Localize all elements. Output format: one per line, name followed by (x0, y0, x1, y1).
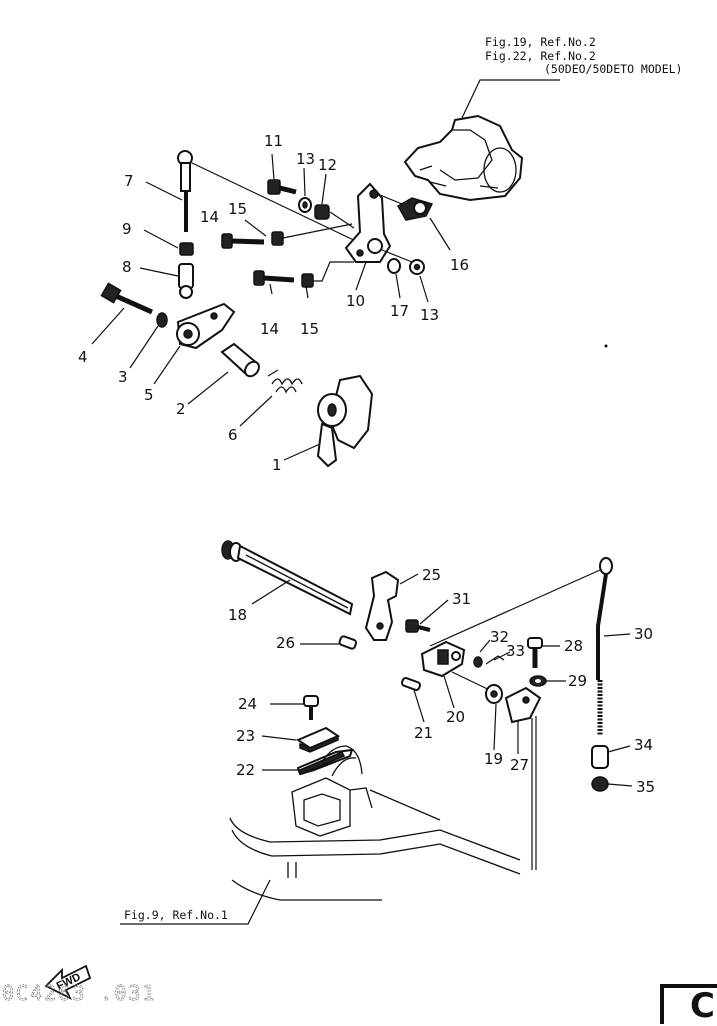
callout-9: 9 (122, 220, 132, 238)
callout-30: 30 (634, 625, 653, 643)
part-24-screw (303, 695, 319, 720)
part-10-lever (344, 182, 403, 263)
corner-letter: C (690, 986, 715, 1026)
part-25-lever (364, 570, 400, 641)
part-15b-nut (301, 261, 354, 288)
callout-28: 28 (564, 637, 583, 655)
part-18-shaft (221, 540, 354, 616)
part-26-pin (338, 635, 358, 650)
callout-11: 11 (264, 132, 283, 150)
part-14b-screw (253, 270, 295, 286)
part-31-screw (405, 619, 431, 633)
ref-fig19: Fig.19, Ref.No.2 (485, 35, 596, 49)
callout-29: 29 (568, 672, 587, 690)
part-4-bolt (100, 282, 154, 315)
ref-fig9: Fig.9, Ref.No.1 (124, 908, 228, 922)
axis-10 (381, 249, 413, 263)
callout-12: 12 (318, 156, 337, 174)
callout-14a: 14 (200, 208, 219, 226)
part-28-screw (527, 637, 543, 668)
callout-35: 35 (636, 778, 655, 796)
part-23-plate (295, 726, 341, 753)
ref-model: (50DEO/50DETO MODEL) (544, 62, 682, 76)
callout-18: 18 (228, 606, 247, 624)
part-20-block (420, 640, 466, 678)
bottom-cowling (229, 745, 521, 901)
callout-10: 10 (346, 292, 365, 310)
callout-15b: 15 (300, 320, 319, 338)
part-34-sleeve (591, 745, 609, 769)
callout-34: 34 (634, 736, 653, 754)
callout-2: 2 (176, 400, 186, 418)
callout-14b: 14 (260, 320, 279, 338)
part-6-spring (267, 369, 303, 394)
part-14a-screw (221, 233, 265, 249)
callout-27: 27 (510, 756, 529, 774)
stray-dot (604, 344, 608, 348)
part-9-nut (179, 242, 194, 256)
callout-26: 26 (276, 634, 295, 652)
top-leaders (91, 153, 451, 461)
callout-25: 25 (422, 566, 441, 584)
callout-17: 17 (390, 302, 409, 320)
callout-19: 19 (484, 750, 503, 768)
part-19-collar (485, 684, 503, 704)
ref-fig22: Fig.22, Ref.No.2 (485, 49, 596, 63)
part-1-cam (316, 374, 374, 468)
callout-6: 6 (228, 426, 238, 444)
bottom-leaders (251, 573, 633, 787)
callout-13a: 13 (296, 150, 315, 168)
callout-33: 33 (506, 642, 525, 660)
part-13b-washer (409, 259, 425, 275)
callout-22: 22 (236, 761, 255, 779)
part-30-rod (596, 557, 613, 736)
callout-3: 3 (118, 368, 128, 386)
callout-31: 31 (452, 590, 471, 608)
callout-24: 24 (238, 695, 257, 713)
part-3-washer (156, 312, 168, 328)
part-5-lever (176, 302, 236, 350)
callout-5: 5 (144, 386, 154, 404)
callout-4: 4 (78, 348, 88, 366)
ref-leader-bottom (120, 879, 271, 925)
axis-rod-top (429, 569, 601, 647)
part-16-joint (396, 197, 434, 221)
callout-23: 23 (236, 727, 255, 745)
callout-1: 1 (272, 456, 282, 474)
axis-11 (329, 211, 355, 229)
callout-21: 21 (414, 724, 433, 742)
part-21-pin (401, 677, 421, 691)
part-7-link-rod (177, 150, 363, 245)
part-27-joint (504, 686, 542, 724)
callout-32: 32 (490, 628, 509, 646)
callout-13b: 13 (420, 306, 439, 324)
part-32-washer (473, 656, 483, 668)
part-33-clip (485, 655, 505, 665)
part-15a-nut (271, 223, 353, 246)
part-35-nut (591, 776, 609, 792)
part-11-screw (267, 179, 297, 195)
part-29-washer (529, 675, 547, 687)
part-13a-washer (298, 197, 312, 213)
callout-20: 20 (446, 708, 465, 726)
drawing-code: 0C4263 .031 (2, 981, 156, 1005)
part-17-collar (387, 258, 401, 274)
callout-8: 8 (122, 258, 132, 276)
page-corner-frame (660, 984, 717, 1024)
part-22-bracket (296, 748, 354, 776)
part-12-nut (314, 204, 330, 220)
part-8-joint (178, 263, 194, 299)
callout-7: 7 (124, 172, 134, 190)
callout-15a: 15 (228, 200, 247, 218)
callout-16: 16 (450, 256, 469, 274)
carburetor-assembly (403, 114, 524, 202)
ref-leader-top (461, 79, 560, 119)
part-2-collar (220, 342, 260, 378)
